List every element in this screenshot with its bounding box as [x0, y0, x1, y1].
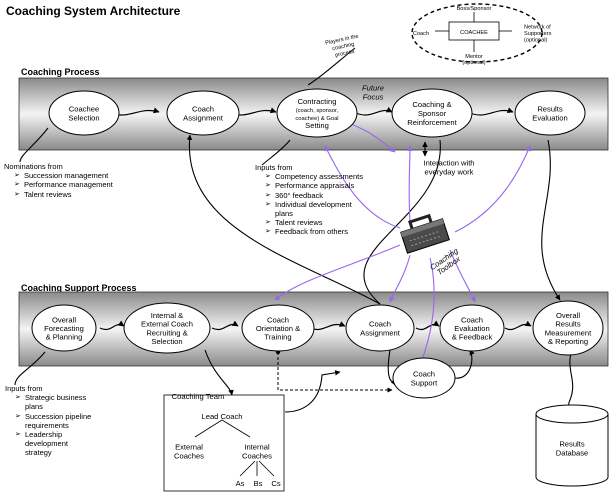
nomination-item: Succession management — [14, 171, 113, 180]
process-node-coaching-reinforcement — [391, 88, 473, 138]
toolbox-icon — [400, 213, 450, 254]
toolbox-to-coach-assignment — [389, 254, 411, 303]
line-inputs-support — [14, 351, 46, 386]
process-node-label-contracting: Contracting(coach, sponsor,coachee) & Go… — [295, 97, 338, 130]
arrow-reinforcement-to-evaluation — [469, 107, 514, 116]
process-inputs-heading: Inputs from — [255, 163, 293, 172]
coach-level-bs: Bs — [254, 479, 263, 488]
connector-lines — [14, 47, 574, 419]
arrow-team-to-assignment — [284, 370, 341, 413]
support-input-item: Leadership development strategy — [15, 430, 85, 458]
support-node-recruiting — [123, 302, 211, 354]
support-inputs-list: Inputs from Strategic business plans Suc… — [5, 384, 105, 458]
toolbox-to-coach-support — [419, 257, 435, 366]
support-node-coach-assignment — [345, 304, 415, 352]
arrow-evaluation-to-results — [504, 320, 532, 330]
process-node-results-evaluation — [514, 90, 586, 136]
support-nodes — [31, 300, 604, 356]
support-node-results-measurement — [532, 300, 604, 356]
team-tree-lines — [194, 419, 275, 477]
support-flow-arrows — [99, 320, 532, 330]
results-database-icon — [535, 404, 609, 487]
nominations-list: Nominations from Succession management P… — [4, 162, 113, 199]
process-input-item: Talent reviews — [265, 218, 405, 227]
process-input-item: Performance appraisals — [265, 181, 405, 190]
support-input-item: Succession pipeline requirements — [15, 412, 100, 430]
arrow-recruiting-to-team — [204, 349, 234, 396]
process-nodes — [48, 88, 586, 138]
coach-level-cs: Cs — [271, 479, 280, 488]
line-inputs-process — [261, 139, 291, 166]
dashed-orientation-to-support — [277, 352, 393, 393]
line-nominations — [19, 127, 49, 163]
process-node-coach-assignment — [166, 90, 240, 136]
support-input-item: Strategic business plans — [15, 393, 95, 411]
toolbox-label: CoachingToolbox — [428, 246, 465, 279]
support-node-forecasting — [31, 304, 97, 352]
coaching-team-label: Coaching Team — [172, 392, 225, 401]
support-node-orientation — [241, 304, 315, 352]
lead-coach-label: Lead Coach — [202, 412, 243, 421]
coach-support-node — [392, 357, 456, 399]
toolbox-to-reinforcement — [407, 145, 413, 223]
coaching-process-label: Coaching Process — [21, 67, 100, 77]
nomination-item: Talent reviews — [14, 190, 113, 199]
process-input-item: Feedback from others — [265, 227, 405, 236]
support-inputs-heading: Inputs from — [5, 384, 43, 393]
players-coachee-label: COACHEE — [460, 30, 488, 36]
process-input-item: Competency assessments — [265, 172, 405, 181]
nomination-item: Performance management — [14, 180, 113, 189]
process-input-item: 360° feedback — [265, 191, 405, 200]
arrow-recruiting-to-orientation — [211, 320, 239, 330]
toolbox-to-evaluation-feedback — [449, 249, 476, 303]
players-circle — [411, 3, 543, 63]
players-caption: Players in thecoachingprocess — [325, 34, 362, 61]
arrow-coach-support-to-evaluation — [454, 349, 475, 379]
support-node-evaluation-feedback — [439, 304, 505, 352]
players-boss-label: Boss/Sponsor — [457, 6, 492, 12]
coach-level-as: As — [236, 479, 245, 488]
arrow-assignment-to-evaluation — [415, 320, 440, 330]
arrow-forecasting-to-recruiting — [99, 320, 125, 330]
process-node-coachee-selection — [48, 90, 120, 136]
nominations-heading: Nominations from — [4, 162, 63, 171]
toolbox-to-evaluation — [454, 145, 531, 233]
arrow-results-evaluation-to-results-measurement — [541, 139, 561, 301]
process-input-item: Individual development plans — [265, 200, 365, 218]
process-inputs-list: Inputs from Competency assessments Perfo… — [255, 163, 405, 237]
page-title: Coaching System Architecture — [6, 4, 181, 18]
coaching-support-process-label: Coaching Support Process — [21, 283, 137, 293]
toolbox-to-orientation — [274, 244, 401, 301]
line-players-caption — [307, 47, 356, 86]
arrow-contracting-to-reinforcement — [355, 106, 393, 116]
process-node-contracting — [276, 88, 358, 138]
players-mentor-label: Mentor(optional) — [462, 54, 485, 66]
coaching-team-box — [163, 394, 285, 492]
arrow-support-assignment-to-process-assignment — [186, 134, 381, 305]
players-coach-label: Coach — [413, 31, 429, 37]
